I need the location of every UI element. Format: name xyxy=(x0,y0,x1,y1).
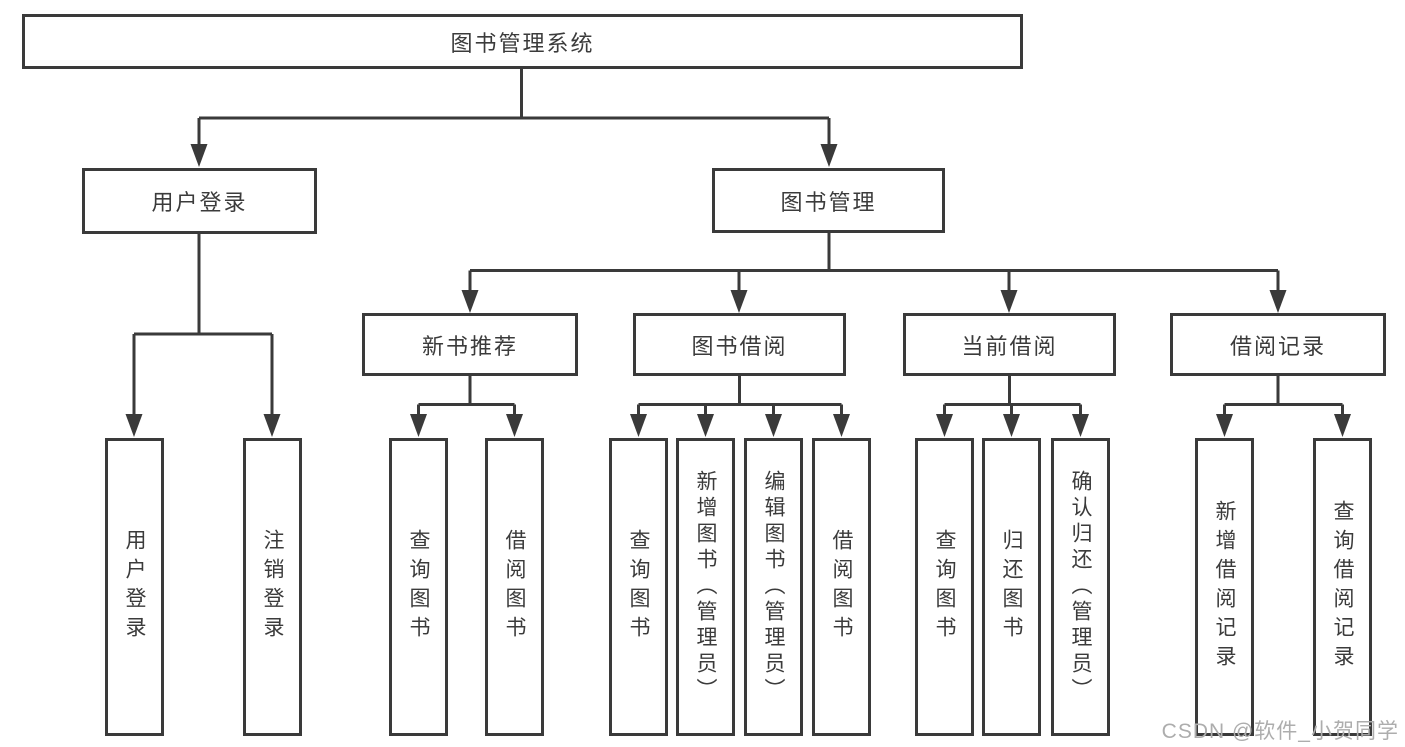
leaf-logout: 注销登录 xyxy=(243,438,302,736)
leaf-edit-book-admin: 编辑图书（管理员） xyxy=(744,438,803,736)
edge-user-login-to-leaves xyxy=(125,234,281,437)
leaf-confirm-return-admin-label: 确认归还（管理员） xyxy=(1069,470,1092,704)
leaf-query-books-current: 查询图书 xyxy=(915,438,974,736)
leaf-borrow-books-recommend: 借阅图书 xyxy=(485,438,544,736)
leaf-query-books-borrowing: 查询图书 xyxy=(609,438,668,736)
node-new-book-recommend-label: 新书推荐 xyxy=(421,333,518,359)
leaf-add-book-admin: 新增图书（管理员） xyxy=(676,438,735,736)
edge-borrow-records-to-leaves xyxy=(1216,376,1351,437)
leaf-query-borrow-record-label: 查询借阅记录 xyxy=(1331,500,1354,674)
leaf-borrow-books-borrowing-label: 借阅图书 xyxy=(830,529,853,645)
leaf-return-book-label: 归还图书 xyxy=(1000,529,1023,645)
leaf-user-login: 用户登录 xyxy=(105,438,164,736)
edge-new-book-recommend-to-leaves xyxy=(410,376,523,437)
node-new-book-recommend: 新书推荐 xyxy=(362,313,578,376)
leaf-logout-label: 注销登录 xyxy=(261,529,284,645)
leaf-edit-book-admin-label: 编辑图书（管理员） xyxy=(762,470,785,704)
edge-root-to-level2 xyxy=(190,69,838,167)
leaf-return-book: 归还图书 xyxy=(982,438,1041,736)
leaf-query-books-borrowing-label: 查询图书 xyxy=(627,529,650,645)
node-borrow-records-label: 借阅记录 xyxy=(1229,333,1326,359)
leaf-confirm-return-admin: 确认归还（管理员） xyxy=(1051,438,1110,736)
leaf-query-books-current-label: 查询图书 xyxy=(933,529,956,645)
leaf-query-books-recommend: 查询图书 xyxy=(389,438,448,736)
node-book-management-label: 图书管理 xyxy=(780,189,877,215)
edge-book-management-to-level3 xyxy=(461,233,1287,313)
edge-book-borrowing-to-leaves xyxy=(630,376,850,437)
node-book-borrowing: 图书借阅 xyxy=(633,313,846,376)
node-borrow-records: 借阅记录 xyxy=(1170,313,1386,376)
leaf-query-borrow-record: 查询借阅记录 xyxy=(1313,438,1372,736)
leaf-add-borrow-record-label: 新增借阅记录 xyxy=(1213,500,1236,674)
node-book-management: 图书管理 xyxy=(712,168,945,233)
watermark: CSDN @软件_小贺同学 xyxy=(1161,720,1399,743)
node-book-borrowing-label: 图书借阅 xyxy=(691,333,788,359)
node-current-borrowing: 当前借阅 xyxy=(903,313,1116,376)
leaf-borrow-books-recommend-label: 借阅图书 xyxy=(503,529,526,645)
leaf-add-borrow-record: 新增借阅记录 xyxy=(1195,438,1254,736)
leaf-borrow-books-borrowing: 借阅图书 xyxy=(812,438,871,736)
leaf-add-book-admin-label: 新增图书（管理员） xyxy=(694,470,717,704)
node-current-borrowing-label: 当前借阅 xyxy=(961,333,1058,359)
node-user-login-label: 用户登录 xyxy=(151,190,248,215)
leaf-query-books-recommend-label: 查询图书 xyxy=(407,529,430,645)
node-user-login: 用户登录 xyxy=(82,168,317,234)
leaf-user-login-label: 用户登录 xyxy=(123,529,146,645)
node-root: 图书管理系统 xyxy=(22,14,1023,69)
edge-current-borrowing-to-leaves xyxy=(936,376,1089,437)
node-root-label: 图书管理系统 xyxy=(450,30,595,56)
